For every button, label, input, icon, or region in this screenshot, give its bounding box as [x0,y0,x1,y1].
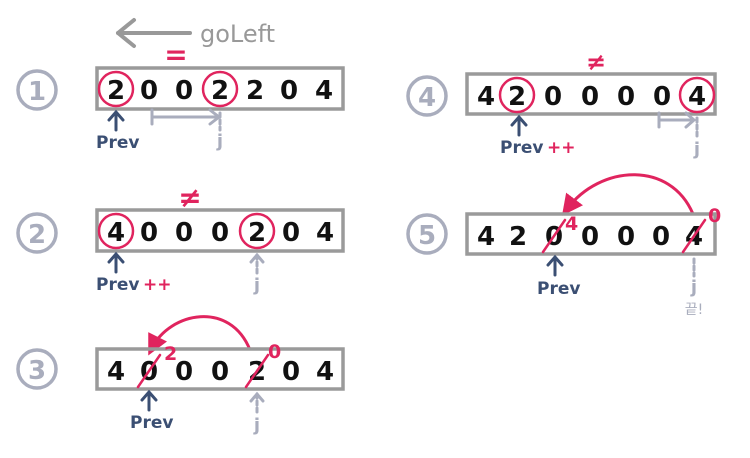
go-left-arrowhead [116,18,136,48]
end-note: 끝! [685,302,704,318]
go-left-header: goLeft [116,18,275,48]
array-cell: 4 [107,218,125,248]
step-number: 5 [418,221,436,251]
j-label: j [253,415,260,436]
array-cell: 2 [107,76,125,106]
j-arrowhead [249,252,265,264]
array-cell: 0 [617,222,635,252]
step-number-badge [16,348,58,390]
prev-highlight-circle [97,212,135,250]
swapped-value: 4 [565,213,578,235]
relation-symbol: = [164,38,187,71]
array-cell: 4 [688,82,706,112]
array-cell: 0 [581,82,599,112]
swap-arrow [148,315,252,356]
array-cell: 2 [248,218,266,248]
prev-highlight-circle [97,70,135,108]
strikethrough [681,218,707,254]
step-number-badge [406,75,448,117]
array-cell: 4 [107,357,125,387]
j-arrowhead [249,391,265,403]
j-highlight-circle [238,212,276,250]
array-cell: 2 [509,222,527,252]
array-cell: 0 [652,222,670,252]
step-5: 5 4 2 0 0 0 0 4 4 0 Prev j 끝! [406,173,721,318]
array-cell: 0 [544,82,562,112]
prev-pointer-arrow [510,114,528,137]
array-cell: 0 [175,218,193,248]
array-box [95,347,345,391]
array-cell: 4 [316,357,334,387]
array-cell: 2 [211,76,229,106]
j-label: j [690,277,697,298]
prev-pointer-arrow [546,254,564,277]
prev-increment: ++ [547,138,576,158]
prev-highlight-circle [498,76,536,114]
strikethrough [541,218,567,254]
array-cell: 0 [211,357,229,387]
swapped-value: 0 [708,205,721,227]
j-label: j [253,275,260,296]
step-number: 2 [28,220,46,250]
j-label: j [216,131,223,152]
swapped-value: 0 [268,341,281,363]
step-4: 4 ≠ 4 2 0 0 0 0 4 Prev ++ j [406,48,717,160]
array-cell: 0 [175,357,193,387]
j-range-bracket [657,111,697,129]
array-box [95,208,345,253]
step-number-badge [16,69,58,111]
prev-pointer-arrow [140,389,158,412]
step-1: 1 = 2 0 0 2 2 0 4 Prev j [16,38,345,153]
step-number: 4 [418,83,436,113]
step-number: 3 [28,356,46,386]
j-label: j [693,139,700,160]
array-cell: 4 [315,76,333,106]
array-cell: 2 [246,76,264,106]
prev-label: Prev [96,133,139,153]
j-range-bracket [150,108,222,126]
strikethrough [136,353,162,389]
array-cell: 4 [477,222,495,252]
prev-label: Prev [130,413,173,433]
array-cell: 0 [581,222,599,252]
prev-label: Prev [537,279,580,299]
step-number-badge [406,213,448,255]
array-box [95,66,345,111]
go-left-label: goLeft [200,20,275,48]
step-3: 3 4 0 0 0 2 0 4 2 0 Prev j [16,315,345,436]
array-cell: 0 [175,76,193,106]
array-cell: 0 [653,82,671,112]
step-number-badge [16,212,58,254]
array-cell: 4 [316,218,334,248]
j-highlight-circle [201,70,239,108]
array-cell: 0 [282,218,300,248]
array-cell: 0 [617,82,635,112]
step-number: 1 [28,77,46,107]
array-cell: 2 [508,82,526,112]
prev-increment: ++ [143,275,172,295]
relation-symbol: ≠ [178,181,201,214]
prev-label: Prev [500,138,543,158]
j-highlight-circle [678,76,716,114]
swap-arrow [561,173,695,216]
array-cell: 0 [140,76,158,106]
relation-symbol: ≠ [586,48,606,76]
array-box [465,212,717,256]
prev-pointer-arrow [107,109,125,132]
prev-pointer-arrow [107,251,125,274]
prev-label: Prev [96,275,139,295]
array-cell: 0 [280,76,298,106]
swapped-value: 2 [164,343,177,365]
array-cell: 0 [211,218,229,248]
step-2: 2 ≠ 4 0 0 0 2 0 4 Prev ++ j [16,181,345,296]
array-cell: 4 [477,82,495,112]
strikethrough [244,353,270,389]
array-cell: 0 [282,357,300,387]
array-cell: 0 [140,218,158,248]
